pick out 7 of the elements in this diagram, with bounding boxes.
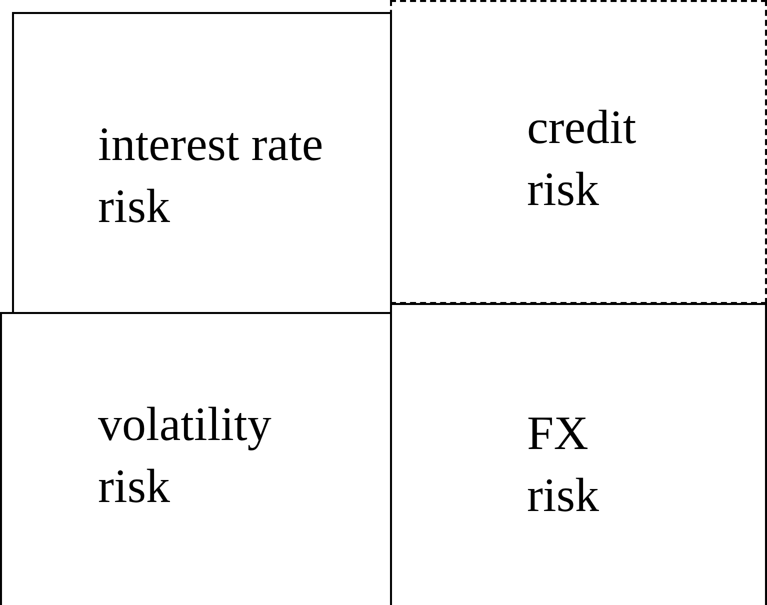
box-label: FX risk: [527, 406, 600, 524]
box-label: interest rate risk: [98, 117, 324, 235]
risk-box: [390, 303, 767, 605]
risk-box: [390, 0, 767, 304]
box-label: credit risk: [527, 100, 638, 218]
box-label: volatility risk: [98, 397, 272, 515]
risk-box: [12, 12, 392, 314]
